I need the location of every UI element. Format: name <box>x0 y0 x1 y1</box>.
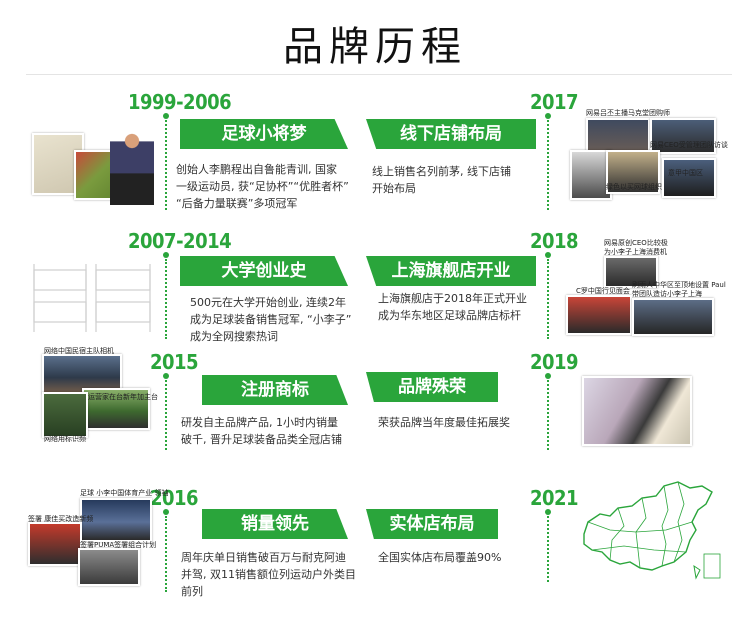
desc-line: 创始人李鹏程出自鲁能青训, 国家 <box>176 161 366 178</box>
milestone-banner-sales-lead: 销量领先 <box>202 509 348 539</box>
photo-caption: 网易CEO受管理团队访谈 <box>650 140 728 150</box>
desc-line: 并驾, 双11销售额位列运动户外类目 <box>181 566 371 583</box>
team-photo-2015c <box>42 392 88 438</box>
photo-caption: 运营家在台新年加主台 <box>88 392 158 402</box>
timeline-dot <box>545 373 551 379</box>
desc-line: 全国实体店布局覆盖90% <box>378 549 558 566</box>
timeline-dot <box>163 373 169 379</box>
desc-line: “后备力量联赛”多项冠军 <box>176 195 366 212</box>
timeline-dot <box>545 252 551 258</box>
photo-caption: 网络用标识频 <box>44 434 86 444</box>
milestone-desc-2015: 研发自主品牌产品, 1小时内销量 破千, 晋升足球装备品类全冠店铺 <box>181 414 371 448</box>
timeline-line <box>165 259 167 339</box>
desc-line: 成为华东地区足球品牌店标杆 <box>378 307 558 324</box>
photo-caption: 意甲中国区 <box>668 168 703 178</box>
timeline-dot <box>545 509 551 515</box>
desc-line: 成为全网搜索热词 <box>190 328 370 345</box>
desc-line: 开始布局 <box>372 180 542 197</box>
award-photo-2019 <box>582 376 692 446</box>
year-label-2018: 2018 <box>530 229 578 253</box>
desc-line: 500元在大学开始创业, 连续2年 <box>190 294 370 311</box>
timeline-dot <box>545 113 551 119</box>
timeline-dot <box>163 252 169 258</box>
china-map-icon <box>566 470 726 588</box>
year-label-2019: 2019 <box>530 350 578 374</box>
title-divider <box>26 74 732 75</box>
milestone-desc-2016: 周年庆单日销售破百万与耐克阿迪 并驾, 双11销售额位列运动户外类目 前列 <box>181 549 371 600</box>
timeline-line <box>165 516 167 592</box>
bunk-bed-sketch <box>30 262 154 336</box>
year-label-2017: 2017 <box>530 90 578 114</box>
milestone-desc-2019: 荣获品牌当年度最佳拓展奖 <box>378 414 558 431</box>
year-label-2007-2014: 2007-2014 <box>128 229 231 253</box>
desc-line: 线上销售名列前茅, 线下店铺 <box>372 163 542 180</box>
milestone-banner-offline-stores: 线下店铺布局 <box>366 119 536 149</box>
desc-line: 研发自主品牌产品, 1小时内销量 <box>181 414 371 431</box>
timeline-line <box>547 120 549 210</box>
year-label-2015: 2015 <box>150 350 198 374</box>
milestone-banner-trademark: 注册商标 <box>202 375 348 405</box>
event-photo-2016c <box>78 548 140 586</box>
store-photo-2017e <box>662 158 716 198</box>
timeline-dot <box>163 113 169 119</box>
desc-line: 破千, 晋升足球装备品类全冠店铺 <box>181 431 371 448</box>
photo-caption: 足球 小李中国体育产业 领袖 <box>80 488 168 498</box>
flagship-photo-c <box>632 298 714 336</box>
milestone-desc-2007: 500元在大学开始创业, 连续2年 成为足球装备销售冠军, “小李子” 成为全网… <box>190 294 370 345</box>
page-title: 品牌历程 <box>0 14 750 72</box>
milestone-desc-2018: 上海旗舰店于2018年正式开业 成为华东地区足球品牌店标杆 <box>378 290 558 324</box>
year-label-1999-2006: 1999-2006 <box>128 90 231 114</box>
milestone-banner-stores-layout: 实体店布局 <box>366 509 498 539</box>
timeline-line <box>165 380 167 450</box>
desc-line: 前列 <box>181 583 371 600</box>
desc-line: 荣获品牌当年度最佳拓展奖 <box>378 414 558 431</box>
desc-line: 一级运动员, 获“足协杯”“优胜者杯” <box>176 178 366 195</box>
timeline-line <box>165 120 167 210</box>
photo-caption: 网易吕丕主播马克堂团购师 <box>586 108 670 118</box>
player-cutout-photo <box>110 125 154 205</box>
milestone-desc-2017: 线上销售名列前茅, 线下店铺 开始布局 <box>372 163 542 197</box>
desc-line: 上海旗舰店于2018年正式开业 <box>378 290 558 307</box>
timeline-dot <box>163 509 169 515</box>
milestone-desc-2021: 全国实体店布局覆盖90% <box>378 549 558 566</box>
milestone-banner-college: 大学创业史 <box>180 256 348 286</box>
flagship-photo-b <box>566 295 632 335</box>
photo-caption: 绿色以买网球组织 <box>606 182 662 192</box>
event-photo-2016b <box>28 522 82 566</box>
milestone-banner-honor: 品牌殊荣 <box>366 372 498 402</box>
photo-caption: 网络中国民宿主队相机 <box>44 346 114 356</box>
desc-line: 成为足球装备销售冠军, “小李子” <box>190 311 370 328</box>
desc-line: 周年庆单日销售破百万与耐克阿迪 <box>181 549 371 566</box>
milestone-desc-1999: 创始人李鹏程出自鲁能青训, 国家 一级运动员, 获“足协杯”“优胜者杯” “后备… <box>176 161 366 212</box>
milestone-banner-youth-dream: 足球小将梦 <box>180 119 348 149</box>
milestone-banner-flagship: 上海旗舰店开业 <box>366 256 536 286</box>
